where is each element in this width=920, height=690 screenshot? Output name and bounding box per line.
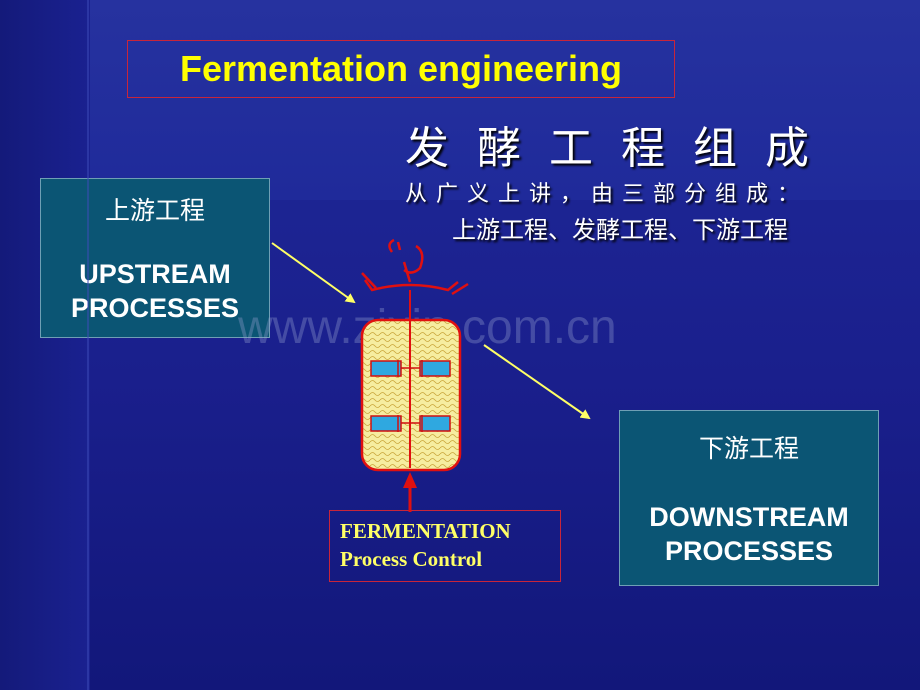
chinese-parts-list: 上游工程、发酵工程、下游工程	[452, 216, 788, 244]
outlet-pipe-right	[451, 282, 469, 296]
impeller-blade-upper-right	[419, 360, 451, 377]
impeller-blade-lower-left	[370, 415, 402, 432]
motor-coupling-icon	[403, 244, 424, 274]
impeller-ticks	[397, 360, 423, 432]
fermentation-box: FERMENTATION Process Control	[329, 510, 561, 582]
upstream-label-en: UPSTREAM PROCESSES	[70, 259, 240, 323]
motor-shaft-left	[388, 238, 402, 253]
inlet-pipe-left	[361, 272, 377, 289]
vessel-lid	[363, 279, 459, 292]
upstream-label-cn: 上游工程	[104, 196, 205, 225]
background-top-band	[90, 0, 920, 200]
fermenter-vessel	[360, 238, 469, 472]
slide-title: Fermentation engineering	[127, 40, 675, 98]
control-up-arrow	[403, 472, 417, 512]
motor-shaft	[402, 261, 412, 283]
downstream-arrow	[483, 344, 591, 420]
downstream-label-en: DOWNSTREAM PROCESSES	[649, 502, 849, 566]
fermentation-label-line1: FERMENTATION	[340, 519, 511, 543]
upstream-arrow	[271, 242, 356, 304]
background-left-band	[0, 0, 90, 690]
chinese-subtitle: 从广义上讲，由三部分组成：	[405, 182, 809, 207]
impeller-blade-lower-right	[419, 415, 451, 432]
fermentation-label-line2: Process Control	[340, 547, 483, 571]
downstream-box: 下游工程 DOWNSTREAM PROCESSES	[619, 410, 879, 586]
upstream-box: 上游工程 UPSTREAM PROCESSES	[40, 178, 270, 338]
impeller-blade-upper-left	[370, 360, 402, 377]
chinese-heading: 发酵工程组成	[405, 123, 837, 174]
downstream-label-cn: 下游工程	[698, 434, 799, 463]
